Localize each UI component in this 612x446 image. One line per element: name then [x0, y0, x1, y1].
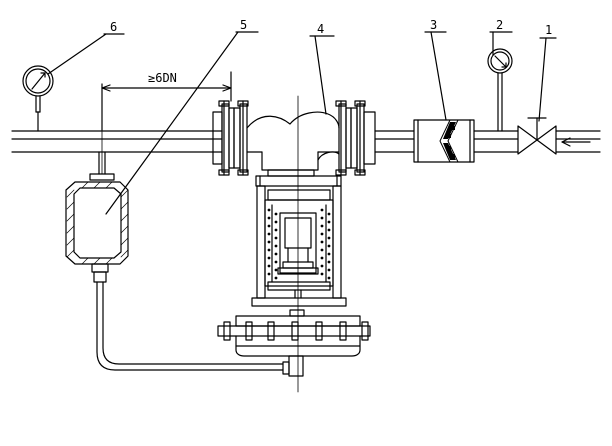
dimension-label: ≥6DN — [148, 71, 177, 85]
condensate-pot — [65, 83, 284, 371]
actuator-assembly — [217, 95, 371, 393]
strainer-screen-hatching — [443, 122, 456, 160]
gate-valve — [517, 117, 557, 155]
spring-coils — [267, 208, 331, 280]
callout-3: 3 — [430, 18, 437, 32]
callout-leaders — [47, 31, 557, 215]
callout-1: 1 — [545, 23, 552, 37]
main-pipe — [11, 130, 601, 153]
pressure-gauge-right — [487, 48, 513, 132]
diaphragm-bolts — [223, 321, 369, 341]
strainer — [413, 119, 475, 163]
callout-6: 6 — [110, 20, 117, 34]
pot-hatching — [66, 181, 129, 265]
valve-body — [212, 100, 376, 176]
callout-4: 4 — [317, 22, 324, 36]
callout-5: 5 — [240, 18, 247, 32]
pressure-gauge-left — [22, 65, 54, 132]
callout-2: 2 — [496, 18, 503, 32]
distance-dimension — [101, 71, 232, 131]
